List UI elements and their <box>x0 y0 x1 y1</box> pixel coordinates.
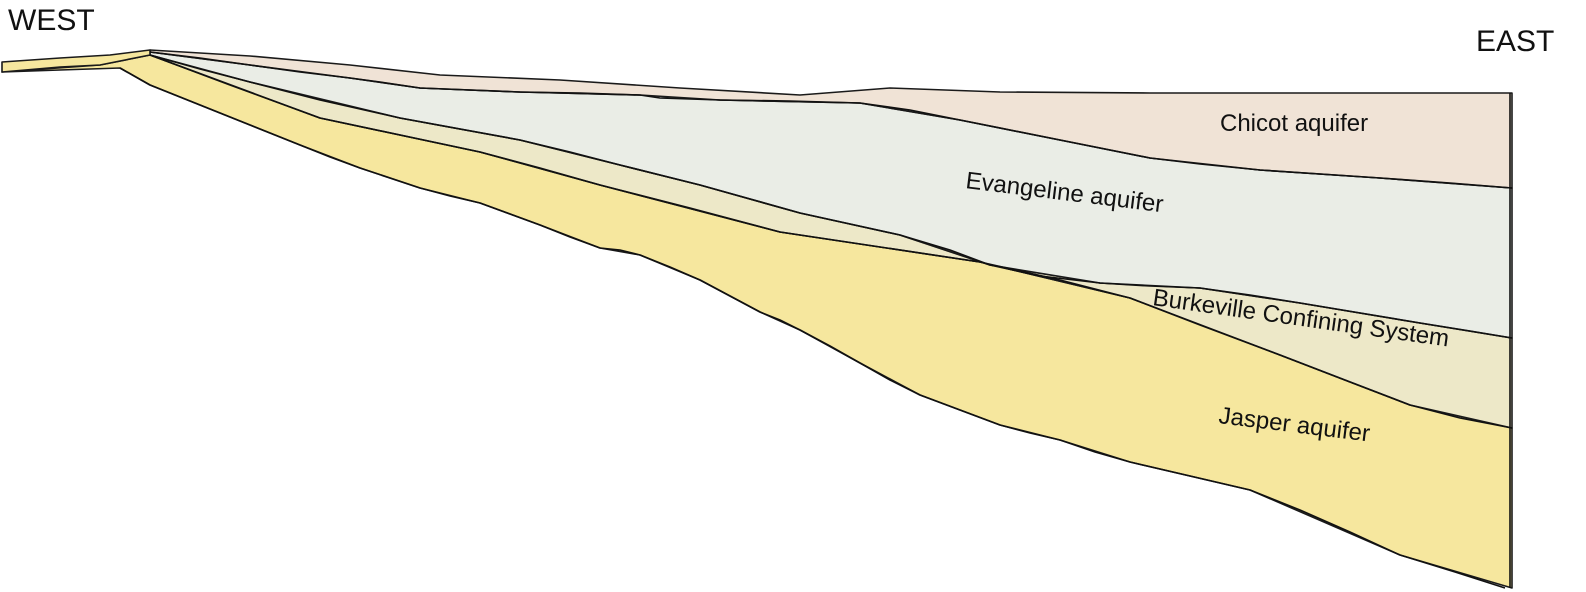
chicot-aquifer-label: Chicot aquifer <box>1220 110 1368 137</box>
west-direction-label: WEST <box>8 4 95 37</box>
east-direction-label: EAST <box>1476 25 1554 58</box>
